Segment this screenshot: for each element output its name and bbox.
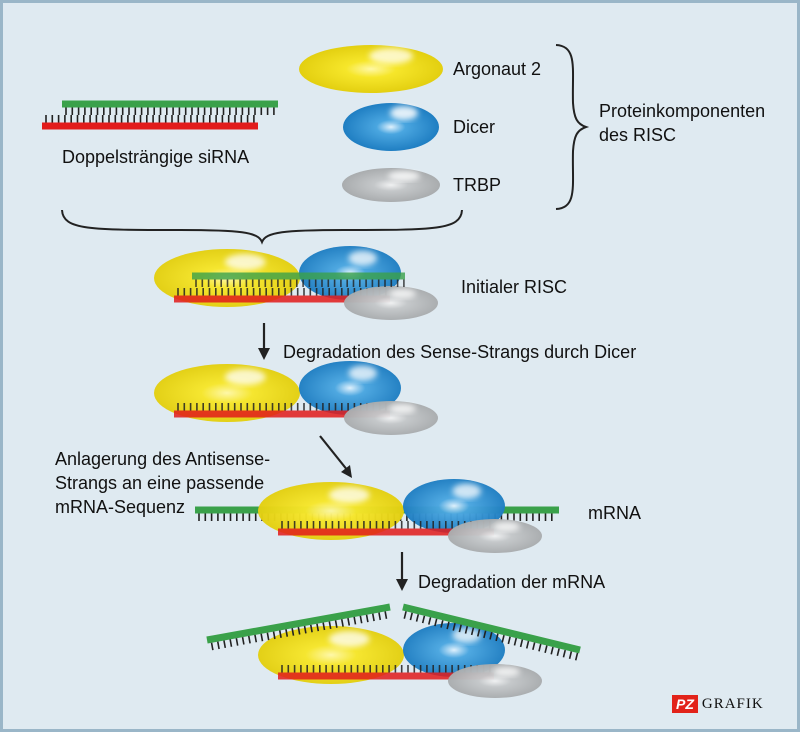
trbp-protein [448,664,542,698]
initial-risc-complex [154,246,438,320]
protein-components-label-line1: Proteinkomponenten [599,101,766,121]
trbp-label: TRBP [453,175,502,195]
trbp-legend-protein [342,168,440,202]
sense-strand [192,272,405,287]
dicer-protein [299,361,401,415]
mrna-label: mRNA [588,503,641,523]
antisense-strand [42,115,258,130]
dicer-protein [403,479,505,533]
trbp-protein [344,286,438,320]
sense-degradation-label: Degradation des Sense-Strangs durch Dice… [283,342,637,362]
diagonal-arrow [319,435,352,478]
anlagerung-label-line2: Strangs an eine passende [55,473,265,493]
pz-logo-mark: PZ [672,695,698,713]
assembly-brace [61,209,463,245]
down-arrow-2 [396,552,408,591]
dicer-protein [403,623,505,677]
sirna-label: Doppelsträngige siRNA [62,147,250,167]
anlagerung-label-line3: mRNA-Sequenz [55,497,186,517]
mrna-fragment-right [402,603,581,661]
argonaut-legend-protein [299,45,443,93]
dicer-legend-protein [343,103,439,151]
down-arrow-1 [258,323,270,360]
initial-risc-label: Initialer RISC [461,277,568,297]
risc-after-sense-degradation [154,361,438,435]
double-stranded-sirna [42,100,278,130]
sense-strand [62,100,278,115]
trbp-protein [448,519,542,553]
argonaut-label: Argonaut 2 [453,59,542,79]
mrna-degradation-complex [206,603,581,698]
protein-components-brace [555,44,590,210]
grafik-logo-text: GRAFIK [701,695,764,712]
dicer-label: Dicer [453,117,496,137]
trbp-protein [344,401,438,435]
risc-bound-to-mrna [195,479,559,553]
pz-grafik-logo: PZ GRAFIK [672,695,764,713]
mrna-degradation-label: Degradation der mRNA [418,572,606,592]
protein-components-label-line2: des RISC [599,125,677,145]
mrna-fragment-left [206,603,391,651]
anlagerung-label-line1: Anlagerung des Antisense- [55,449,271,469]
